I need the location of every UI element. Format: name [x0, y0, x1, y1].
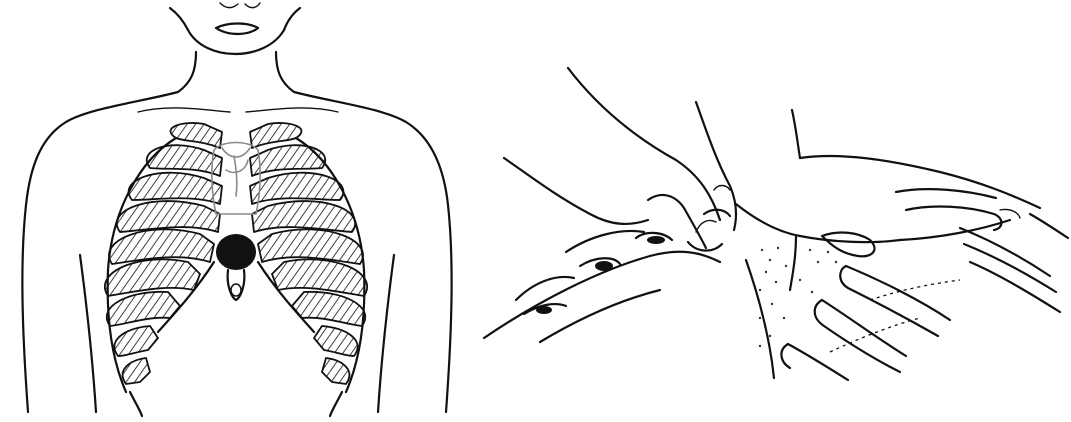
- chest-anatomy-figure: [22, 3, 451, 416]
- lower-hand: [736, 110, 1040, 290]
- torso-outline: [22, 52, 451, 412]
- upper-hand: [504, 68, 736, 251]
- lips: [216, 24, 258, 35]
- face-outline: [170, 3, 300, 54]
- hands-compression-figure: [484, 68, 1068, 380]
- chest-surface: [484, 231, 774, 378]
- skin-stipple: [759, 247, 837, 347]
- compression-site-marker: [216, 234, 256, 270]
